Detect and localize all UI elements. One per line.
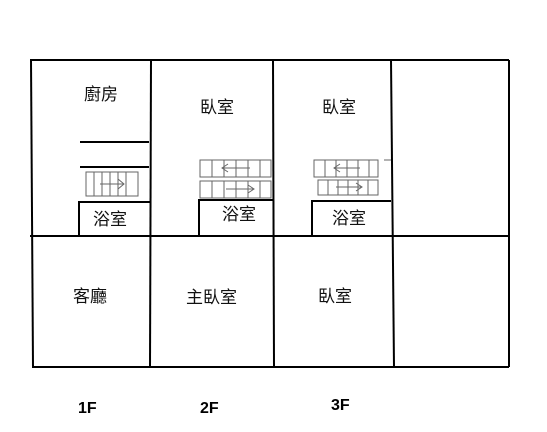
bath-walls	[78, 199, 391, 236]
floor-label-3f: 3F	[331, 397, 350, 414]
wall-left	[30, 59, 34, 368]
wall-divider-2	[272, 59, 275, 368]
wall-divider-1	[149, 59, 152, 368]
bath-wall-2f	[198, 199, 273, 236]
room-label-living-1f: 客廳	[73, 287, 107, 307]
floor-label-2f: 2F	[200, 400, 219, 417]
bath-wall-3f	[311, 200, 391, 236]
floor-label-1f: 1F	[78, 400, 97, 417]
room-label-bedroom2-3f: 臥室	[318, 287, 352, 307]
wall-divider-3	[390, 59, 395, 368]
room-label-bedroom-3f: 臥室	[322, 98, 356, 118]
room-label-kitchen-1f: 廚房	[84, 85, 118, 105]
stair-1f	[85, 171, 139, 197]
room-label-bath-1f: 浴室	[93, 210, 127, 230]
room-label-master-2f: 主臥室	[186, 288, 237, 308]
stair-2f	[199, 159, 272, 199]
room-label-bedroom-2f: 臥室	[200, 98, 234, 118]
bath-wall-1f	[78, 201, 150, 236]
room-label-bath-3f: 浴室	[332, 209, 366, 229]
room-label-bath-2f: 浴室	[222, 205, 256, 225]
kitchen-counter	[80, 141, 149, 168]
walls	[30, 59, 510, 368]
stair-3f	[313, 159, 391, 196]
